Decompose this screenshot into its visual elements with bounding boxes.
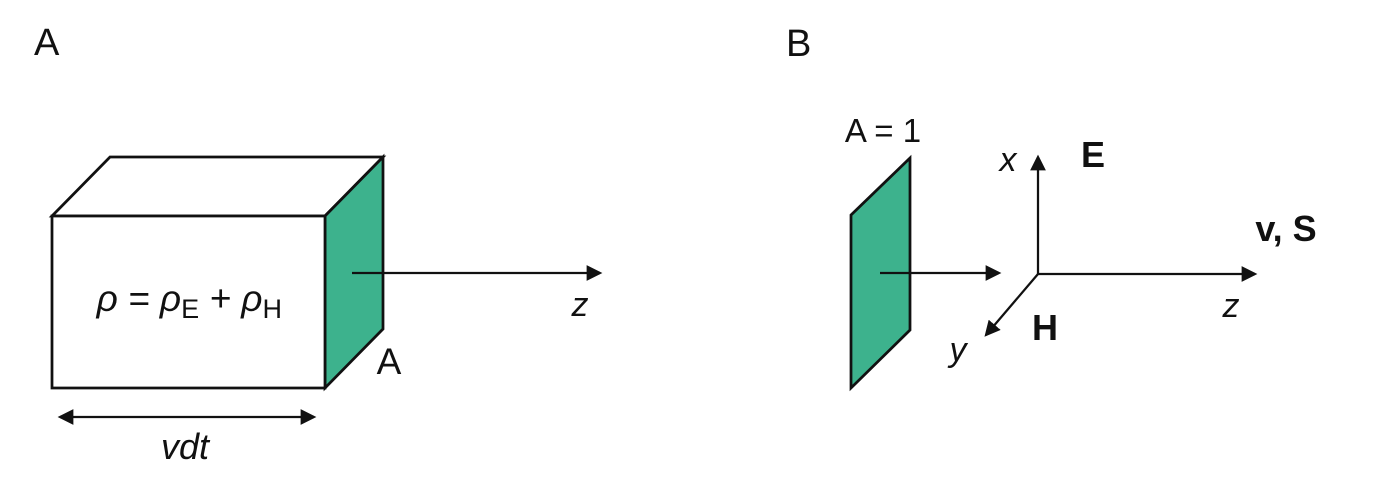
width-dimension-label: vdt bbox=[161, 426, 211, 467]
y-axis-arrow bbox=[984, 273, 1039, 337]
x-axis-label: x bbox=[998, 141, 1018, 179]
box-front-face bbox=[50, 214, 327, 390]
velocity-poynting-label: v, S bbox=[1255, 208, 1316, 249]
y-axis-label: y bbox=[948, 331, 969, 369]
z-axis-label: z bbox=[571, 286, 589, 324]
panel-b: B A = 1 x E z v, S y H bbox=[786, 23, 1317, 392]
z-axis-label-b: z bbox=[1222, 287, 1240, 325]
panel-a: A ρ = ρE + ρH z A vdt bbox=[4, 22, 603, 467]
unit-area-label: A = 1 bbox=[845, 112, 921, 149]
face-area-label: A bbox=[377, 341, 402, 382]
e-field-label: E bbox=[1081, 134, 1105, 175]
energy-density-formula: ρ = ρE + ρH bbox=[4, 278, 354, 326]
panel-b-label: B bbox=[786, 23, 811, 65]
h-field-label: H bbox=[1032, 307, 1058, 348]
panel-a-label: A bbox=[34, 22, 60, 64]
